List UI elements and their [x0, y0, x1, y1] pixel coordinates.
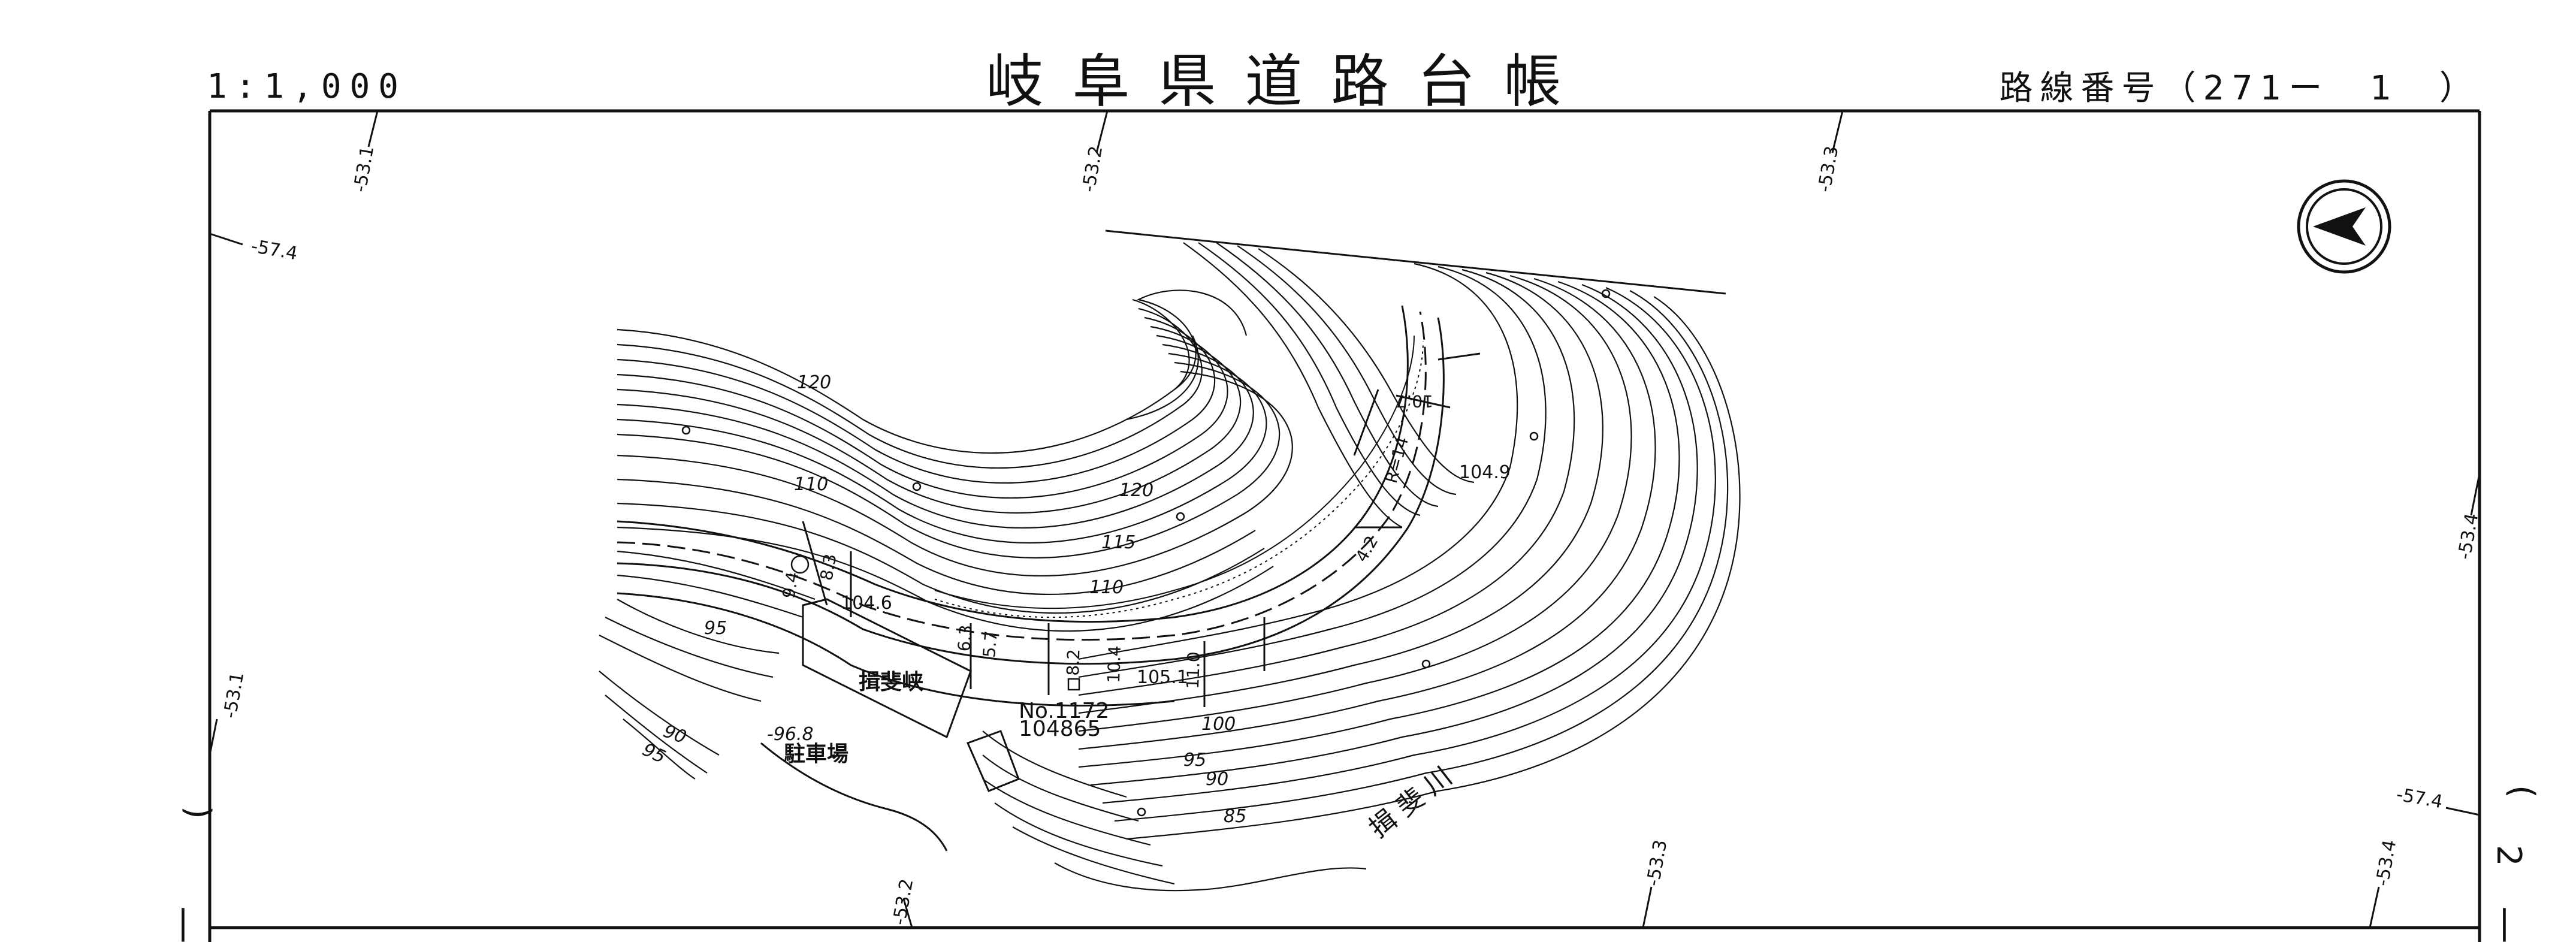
contour-label: 120 — [1119, 480, 1153, 501]
grid-value-top-1: -53.1 — [349, 144, 378, 194]
elevation-label: -96.8 — [767, 724, 814, 745]
road-lines — [617, 230, 1726, 852]
dimension-label: 5.7 — [979, 630, 1001, 658]
contour-label: 85 — [1224, 806, 1246, 827]
scale-label: 1:1,000 — [207, 67, 407, 106]
north-arrow-icon — [2297, 179, 2391, 274]
grid-value-labels: -53.1 -53.2 -53.3 -57.4 -53.1 -53.4 -57.… — [219, 144, 2483, 927]
margin-mark-left-dash: | — [177, 903, 189, 942]
dimension-label: 6.3 — [954, 624, 976, 652]
contour-label: 110 — [794, 474, 828, 495]
route-number: 路線番号（271ー 1 ） — [1999, 69, 2480, 108]
elevation-label: 104.6 — [841, 593, 892, 614]
contour-label: 90 — [660, 721, 689, 748]
station-chainage: 104865 — [1019, 717, 1101, 741]
grid-value-top-2: -53.2 — [1078, 144, 1107, 194]
elevation-label: 104.9 — [1459, 462, 1511, 483]
elevation-label-group: 104.6 105.1 104.9 -96.8 — [767, 462, 1511, 745]
margin-mark-right-number: 2 — [2489, 845, 2528, 866]
dimension-label: 8.2 — [1063, 649, 1084, 677]
contour-label: 100 — [1201, 714, 1236, 735]
margin-mark-right-paren: ( — [2502, 785, 2541, 798]
elevation-label: 105.1 — [1137, 667, 1188, 688]
margin-mark-left-paren: ) — [179, 806, 218, 819]
contour-label: 115 — [1101, 532, 1136, 553]
dimension-label: 10.4 — [1104, 645, 1125, 683]
station-label: No.1172 — [1019, 699, 1109, 723]
grid-value-top-3: -53.3 — [1814, 144, 1843, 194]
river-label: 揖 斐 川 — [1363, 761, 1457, 844]
contour-label: 110 — [1089, 577, 1124, 598]
grid-value-left-2: -53.1 — [219, 671, 248, 720]
contour-label: 90 — [1206, 769, 1228, 790]
page-title: 岐阜県道路台帳 — [986, 48, 1590, 115]
dimension-label: 11.0 — [1183, 651, 1204, 689]
contour-label-group: 120 120 110 115 110 95 90 95 100 95 90 8… — [639, 372, 1247, 827]
parking-label: 駐車場 — [784, 742, 848, 766]
map-symbols — [681, 289, 1611, 817]
grid-value-bottom-3: -53.4 — [2372, 838, 2400, 888]
contour-lines — [599, 242, 1741, 892]
retaining-wall — [934, 335, 1424, 618]
map-frame — [208, 109, 2481, 942]
dimension-label: 8.3 — [816, 552, 840, 582]
grid-value-bottom-2: -53.3 — [1642, 838, 1671, 888]
grid-value-right-2: -57.4 — [2395, 784, 2445, 813]
contour-label: 95 — [1183, 750, 1206, 771]
margin-mark-right-dash: | — [2499, 903, 2510, 942]
grid-ticks — [209, 110, 2481, 928]
gorge-label: 揖斐峡 — [859, 670, 923, 695]
dimension-label: 10.7 — [1396, 391, 1433, 411]
contour-label: 120 — [797, 372, 831, 393]
grid-value-bottom-1: -53.2 — [889, 877, 917, 927]
dimension-label: 9.4 — [778, 570, 802, 600]
contour-label: 95 — [704, 618, 727, 639]
grid-value-left-1: -57.4 — [250, 236, 300, 264]
contour-label: 95 — [639, 739, 669, 768]
dimension-label: 4.2 — [1351, 532, 1382, 565]
